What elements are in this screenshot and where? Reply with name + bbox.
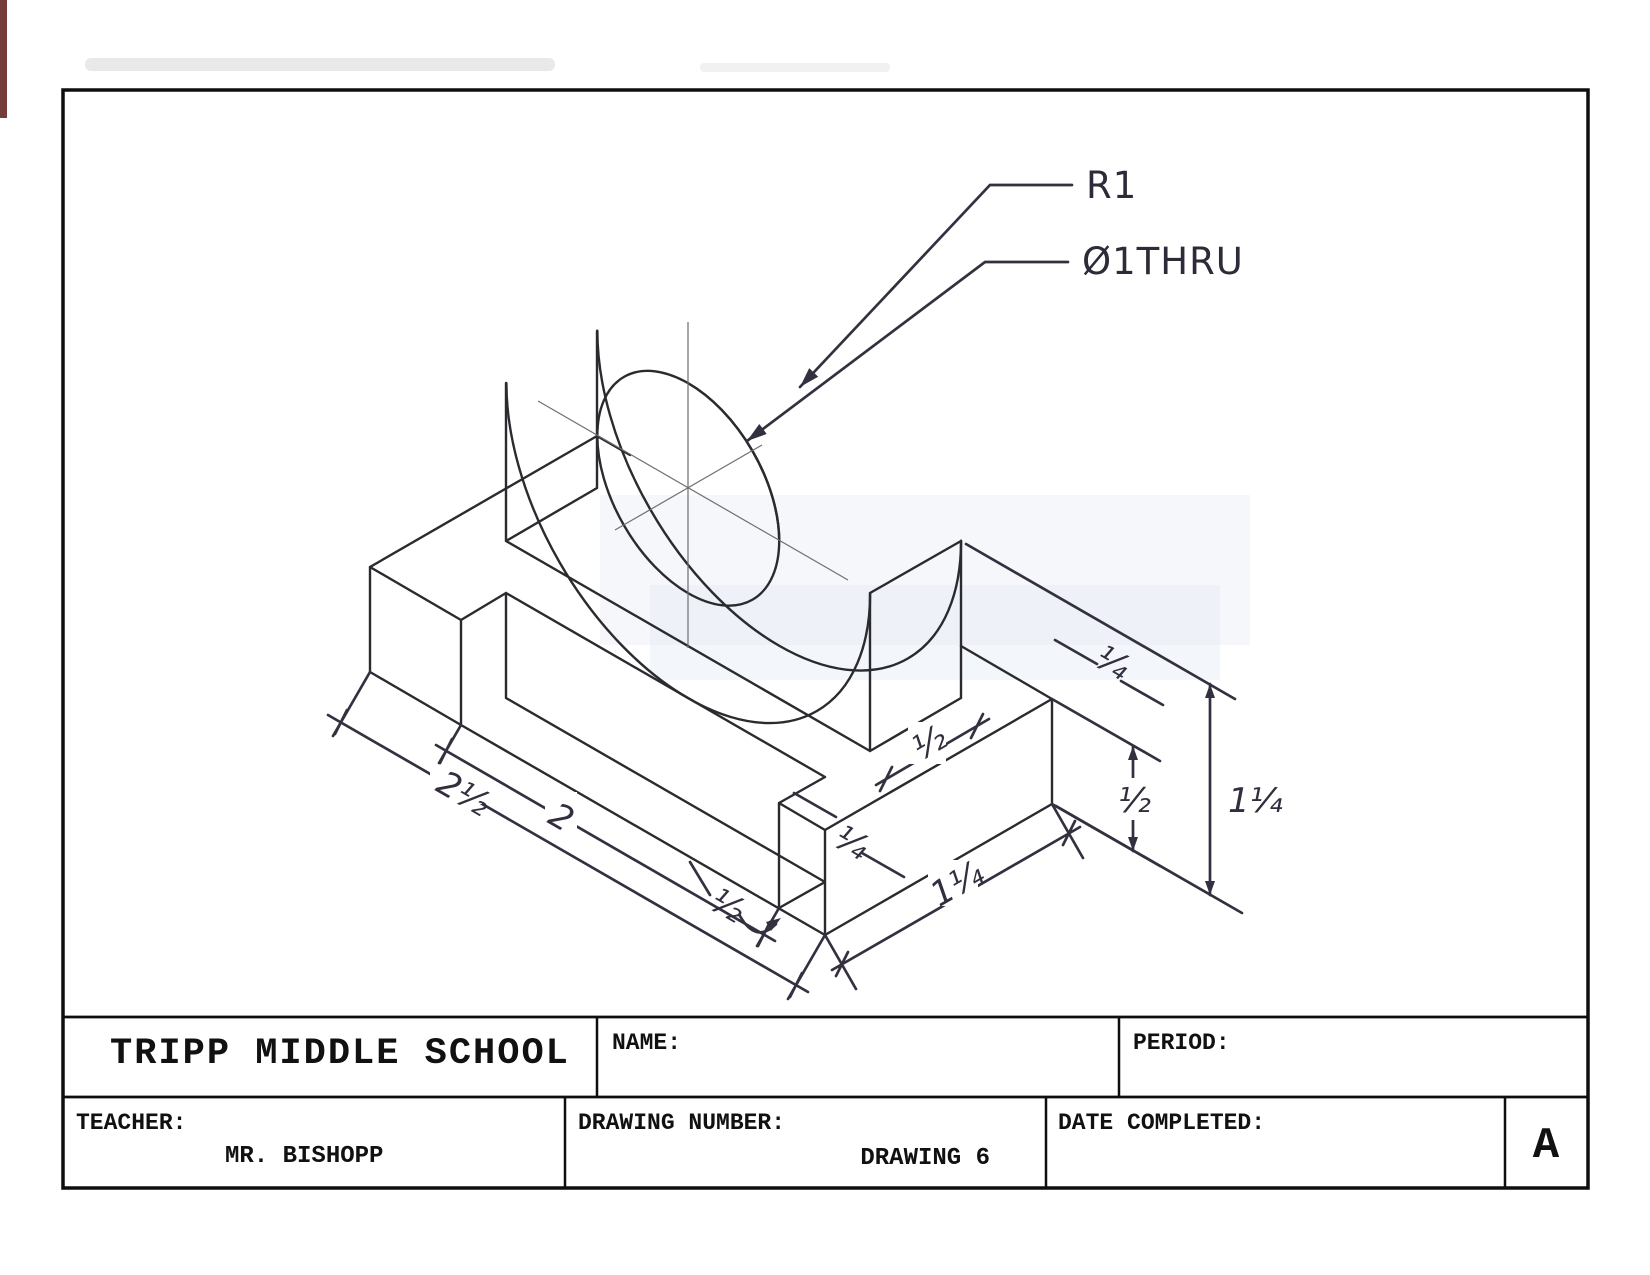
- dim-label: 1¼: [1228, 781, 1283, 821]
- isometric-part: [370, 278, 1052, 935]
- scan-artifacts: [0, 0, 1250, 680]
- arrowhead: [1205, 684, 1215, 698]
- outer-arc-front: [506, 383, 870, 803]
- sheet-revision-letter: A: [1533, 1121, 1560, 1171]
- name-field-label: NAME:: [612, 1030, 681, 1056]
- radius-leader: [798, 183, 1074, 389]
- dim-slot-offset: ½: [688, 860, 781, 934]
- period-field-label: PERIOD:: [1133, 1030, 1230, 1056]
- hole-arrowhead: [747, 424, 767, 441]
- scan-streak: [85, 58, 555, 71]
- scan-streak: [700, 63, 890, 72]
- hole-callout-label: Ø1THRU: [1082, 240, 1244, 283]
- dim-overall-length: 2½: [326, 670, 827, 1001]
- base-outline: [368, 434, 1054, 937]
- hole-leader: [745, 260, 1070, 443]
- arrowhead: [1205, 881, 1215, 895]
- dim-base-height: ½: [1050, 697, 1162, 868]
- radius-arrowhead: [800, 368, 819, 387]
- drawing-number-field-label: DRAWING NUMBER:: [578, 1110, 785, 1136]
- centerlines: [537, 322, 849, 648]
- arrowhead: [766, 918, 781, 931]
- scan-edge-artifact: [0, 0, 7, 118]
- sheet-border: [61, 88, 1590, 1190]
- teacher-field-label: TEACHER:: [76, 1110, 186, 1136]
- school-name: TRIPP MIDDLE SCHOOL: [110, 1033, 570, 1075]
- dim-label: ½: [1118, 781, 1151, 821]
- callouts: R1 Ø1THRU: [745, 164, 1244, 443]
- teacher-value: MR. BISHOPP: [225, 1143, 383, 1170]
- outer-arc-back: [597, 331, 961, 751]
- dim-slot-length: 2: [434, 723, 781, 948]
- arrowhead: [1128, 746, 1138, 760]
- dim-front-step: ¼: [792, 791, 906, 879]
- title-block: TRIPP MIDDLE SCHOOL NAME: PERIOD: TEACHE…: [61, 88, 1590, 1190]
- label-pad: [1116, 778, 1150, 820]
- arrowhead: [1128, 837, 1138, 851]
- dim-overall-height: 1¼: [964, 542, 1283, 915]
- label-pad: [545, 792, 577, 836]
- dim-upright-thickness: ½: [874, 712, 991, 793]
- date-completed-field-label: DATE COMPLETED:: [1058, 1110, 1265, 1136]
- label-pad: [928, 860, 978, 906]
- drawing-number-value: DRAWING 6: [860, 1145, 990, 1172]
- label-pad: [908, 722, 946, 764]
- title-block-columns: [563, 1017, 1507, 1188]
- radius-callout-label: R1: [1086, 164, 1137, 207]
- title-block-rows: [63, 1015, 1588, 1099]
